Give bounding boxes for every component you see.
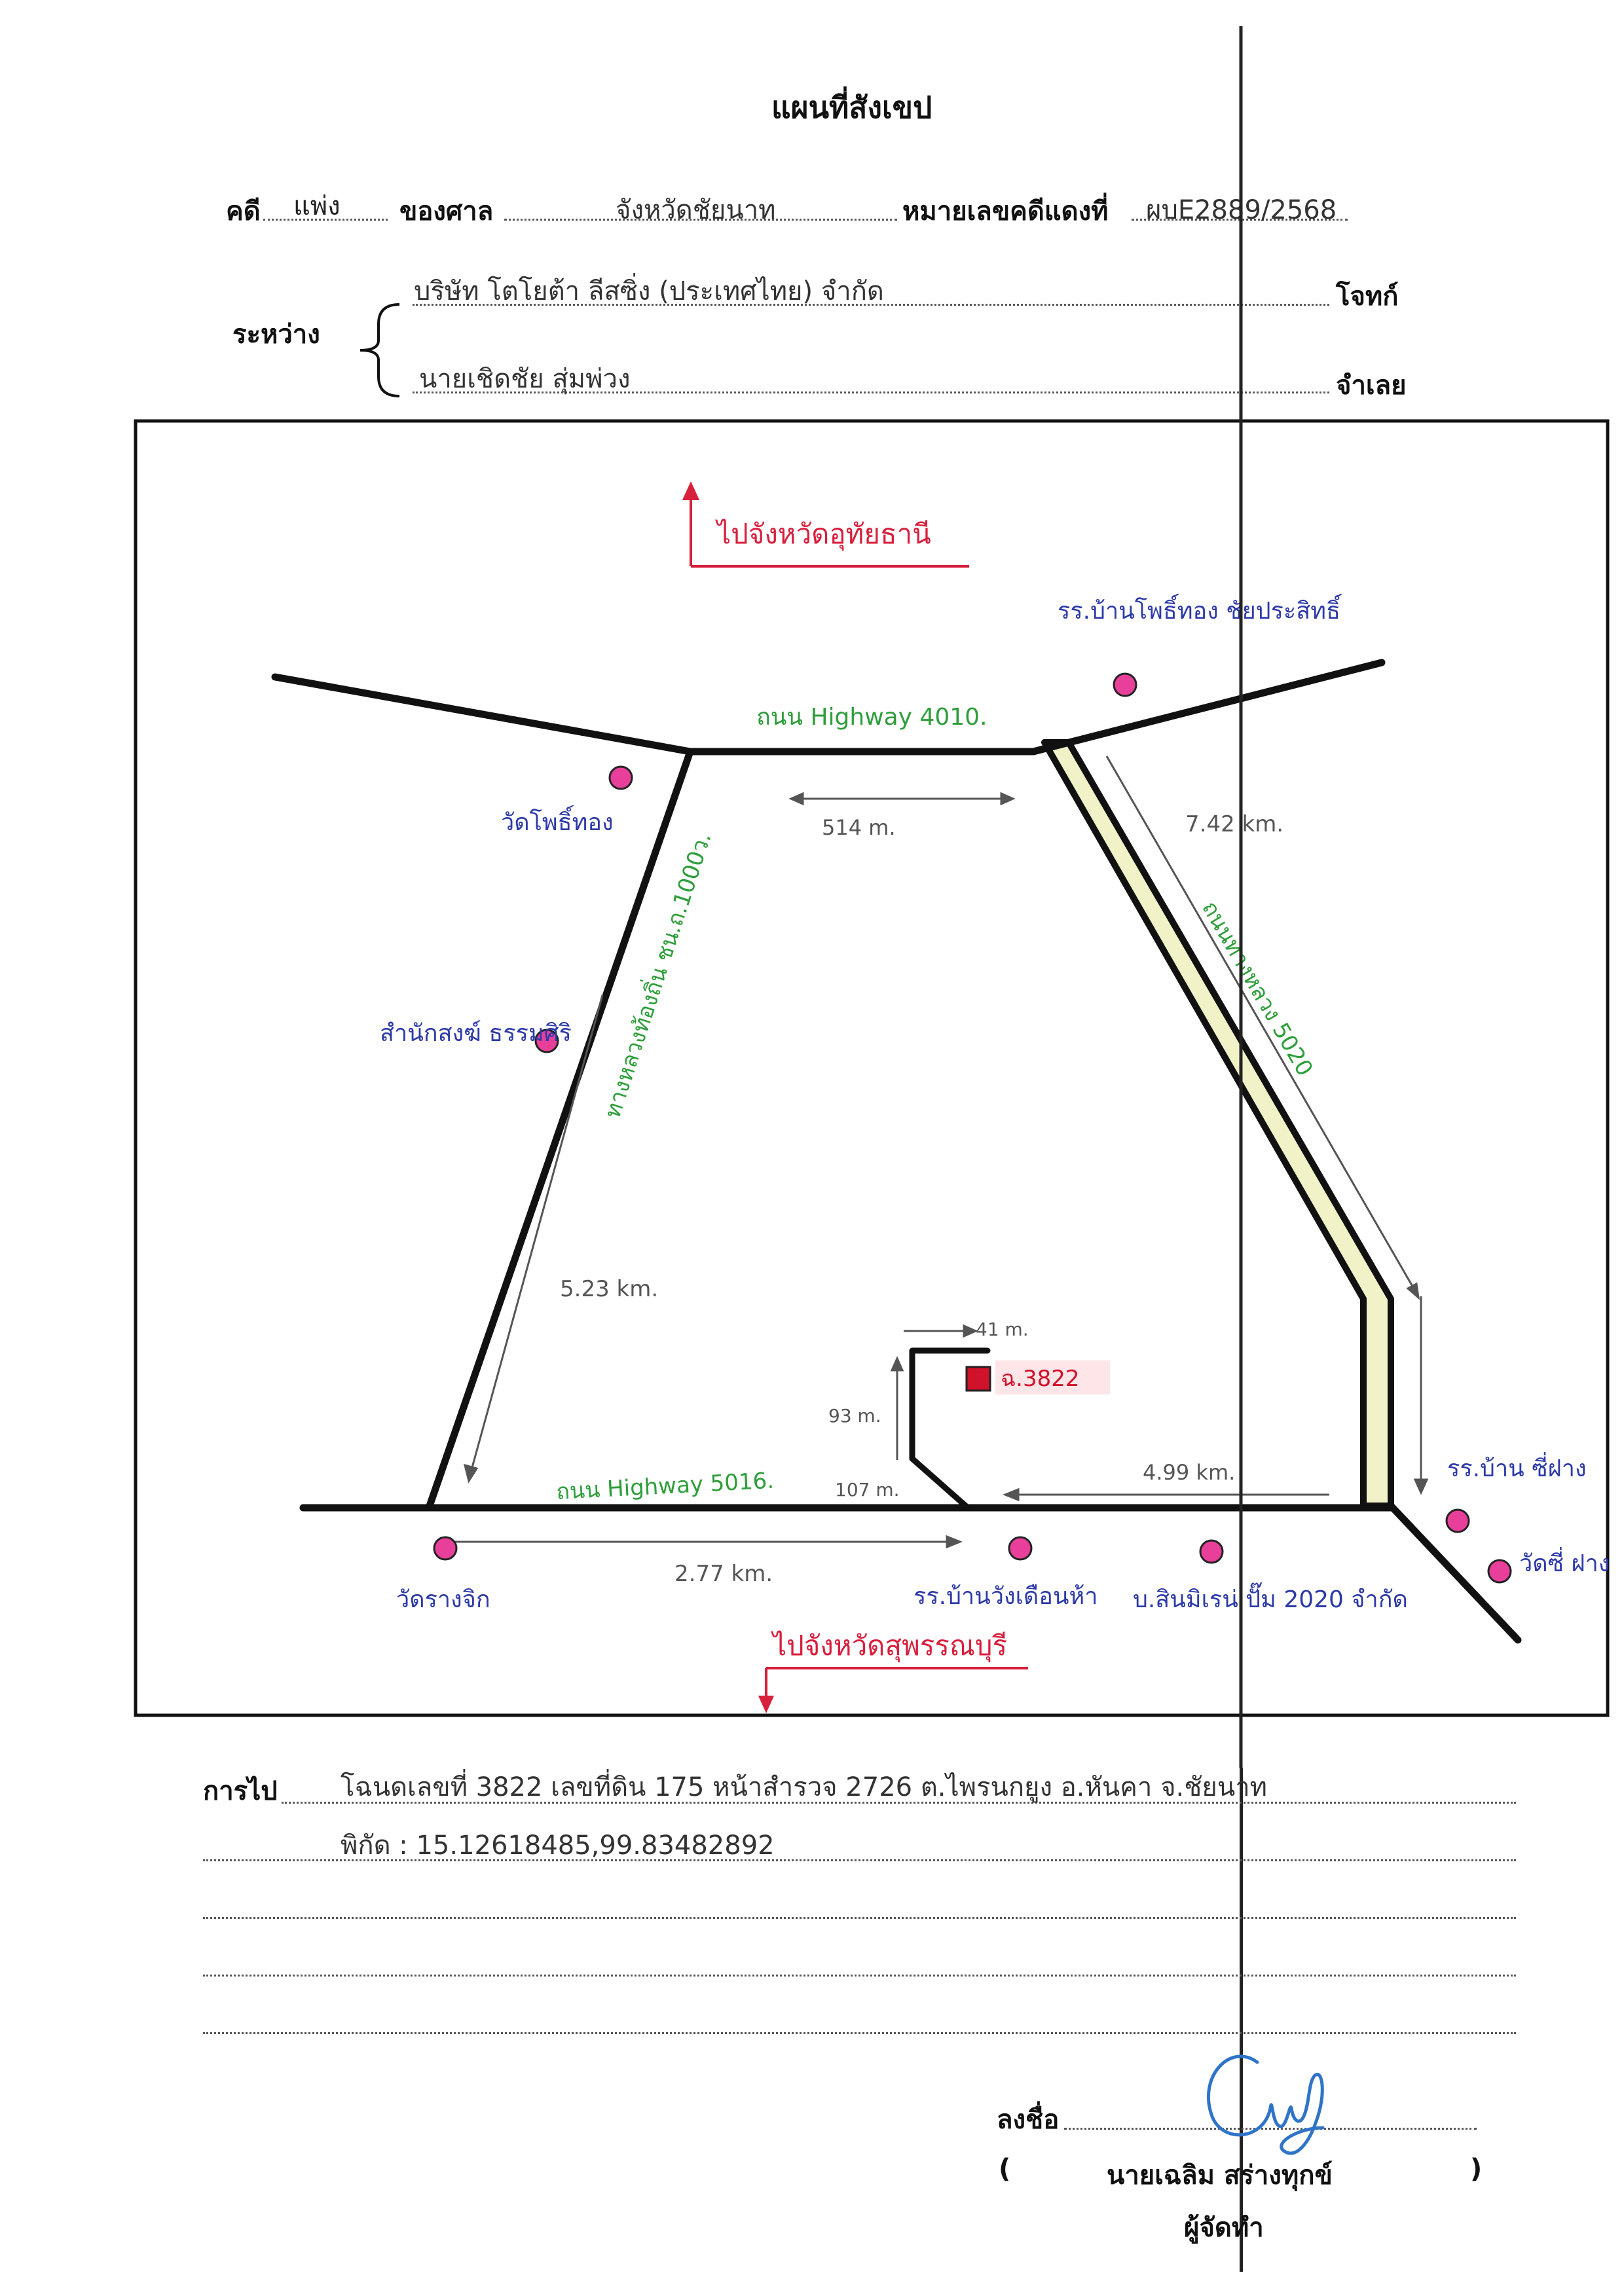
close-paren: ) xyxy=(1470,2154,1483,2184)
dotted-line xyxy=(203,1859,1516,1861)
arrowhead xyxy=(682,481,700,500)
landmark-label: บ.สินมิเรน่ ปั๊ม 2020 จำกัด xyxy=(1133,1582,1408,1613)
arrow-5.23km xyxy=(470,994,604,1470)
distance-label: 2.77 km. xyxy=(674,1561,773,1587)
landmark-marker xyxy=(433,1536,458,1561)
highway-5020-south-road xyxy=(1387,1502,1522,1644)
distance-label: 93 m. xyxy=(828,1405,881,1427)
landmark-label: วัดซี่ ฝาง xyxy=(1519,1547,1610,1577)
sign-label: ลงชื่อ xyxy=(997,2105,1060,2135)
dotted-line xyxy=(203,2032,1516,2034)
landmark-label: วัดโพธิ์ทอง xyxy=(501,805,614,836)
scan-line xyxy=(1240,1768,1243,2272)
access-path xyxy=(909,1347,991,1511)
road-label-top: ถนน Highway 4010. xyxy=(756,704,987,731)
handwritten-signature xyxy=(1206,2054,1325,2155)
plaintiff-label: โจทก์ xyxy=(1336,282,1399,312)
road-label-bottom: ถนน Highway 5016. xyxy=(555,1468,775,1505)
arrowhead xyxy=(890,1356,904,1372)
court-label: ของศาล xyxy=(399,196,494,227)
parcel-label: ฉ.3822 xyxy=(1001,1366,1080,1392)
directions-label: การไป xyxy=(203,1776,278,1806)
brace-icon xyxy=(360,303,400,397)
landmark-marker xyxy=(534,1029,559,1053)
dotted-line xyxy=(282,1802,1516,1804)
landmark-label: รร.บ้านวังเดือนห้า xyxy=(913,1583,1098,1610)
preparer-role: ผู้จัดทำ xyxy=(1184,2213,1264,2243)
arrowhead xyxy=(1413,1478,1429,1495)
landmark-marker xyxy=(1487,1559,1512,1584)
dotted-line xyxy=(263,219,388,221)
landmark-label: วัดรางจิก xyxy=(396,1586,490,1613)
arrowhead xyxy=(1000,792,1016,806)
dotted-line xyxy=(413,392,1329,393)
arrowhead xyxy=(788,792,804,806)
sketch-map: ถนน Highway 4010. ถนน Highway 5016. ทางห… xyxy=(134,26,1610,1768)
dotted-line xyxy=(1064,2128,1477,2130)
highway-4010-road xyxy=(271,659,1386,756)
defendant-name: นายเชิดชัย สุ่มพ่วง xyxy=(419,364,631,394)
parcel-marker xyxy=(965,1366,991,1392)
map-frame xyxy=(134,419,1610,1717)
landmark-marker xyxy=(1445,1508,1470,1533)
arrowhead xyxy=(1002,1487,1020,1502)
court-value: จังหวัดชัยนาท xyxy=(616,195,776,225)
dotted-line xyxy=(413,304,1329,306)
arrowhead xyxy=(463,1463,479,1484)
arrowhead xyxy=(963,1324,978,1338)
landmark-marker xyxy=(1199,1539,1224,1564)
landmark-marker xyxy=(1008,1536,1033,1561)
directions-line-2: พิกัด : 15.12618485,99.83482892 xyxy=(341,1831,775,1861)
distance-label: 107 m. xyxy=(835,1479,900,1501)
distance-label: 5.23 km. xyxy=(560,1276,658,1302)
landmark-label: สำนักสงฆ์ ธรรมศิริ xyxy=(380,1020,572,1047)
distance-label: 7.42 km. xyxy=(1185,811,1283,837)
distance-label: 41 m. xyxy=(976,1319,1029,1340)
open-paren: ( xyxy=(999,2154,1011,2184)
document-title: แผนที่สังเขป xyxy=(771,90,932,125)
arrowhead xyxy=(758,1696,775,1713)
parcel-label-bg xyxy=(995,1360,1110,1394)
landmark-label: รร.บ้าน ซี่ฝาง xyxy=(1447,1452,1587,1482)
arrowhead xyxy=(1406,1282,1420,1300)
dotted-line xyxy=(504,219,897,221)
between-label: ระหว่าง xyxy=(232,319,320,350)
arrow-7.42km xyxy=(1105,756,1416,1290)
case-label: คดี xyxy=(226,196,261,227)
directions-line-1: โฉนดเลขที่ 3822 เลขที่ดิน 175 หน้าสำรวจ … xyxy=(341,1772,1268,1802)
distance-label: 4.99 km. xyxy=(1143,1460,1235,1485)
arrowhead xyxy=(946,1535,963,1549)
road-network xyxy=(271,659,1522,1644)
north-direction-label: ไปจังหวัดอุทัยธานี xyxy=(715,518,931,551)
local-road-left xyxy=(425,748,694,1512)
defendant-label: จำเลย xyxy=(1336,371,1407,401)
dotted-line xyxy=(203,1917,1516,1919)
plaintiff-name: บริษัท โตโยต้า ลีสซิ่ง (ประเทศไทย) จำกัด xyxy=(414,276,884,306)
case-type: แพ่ง xyxy=(293,191,341,221)
landmark-marker xyxy=(1113,672,1137,697)
preparer-name: นายเฉลิม สร่างทุกข์ xyxy=(1107,2160,1333,2191)
dotted-line xyxy=(203,1975,1516,1977)
south-direction-label: ไปจังหวัดสุพรรณบุรี xyxy=(771,1630,1007,1663)
landmark-label: รร.บ้านโพธิ์ทอง ชัยประสิทธิ์ xyxy=(1058,593,1342,625)
red-case-label: หมายเลขคดีแดงที่ xyxy=(902,196,1109,227)
landmark-marker xyxy=(608,765,633,790)
distance-label: 514 m. xyxy=(822,815,896,840)
